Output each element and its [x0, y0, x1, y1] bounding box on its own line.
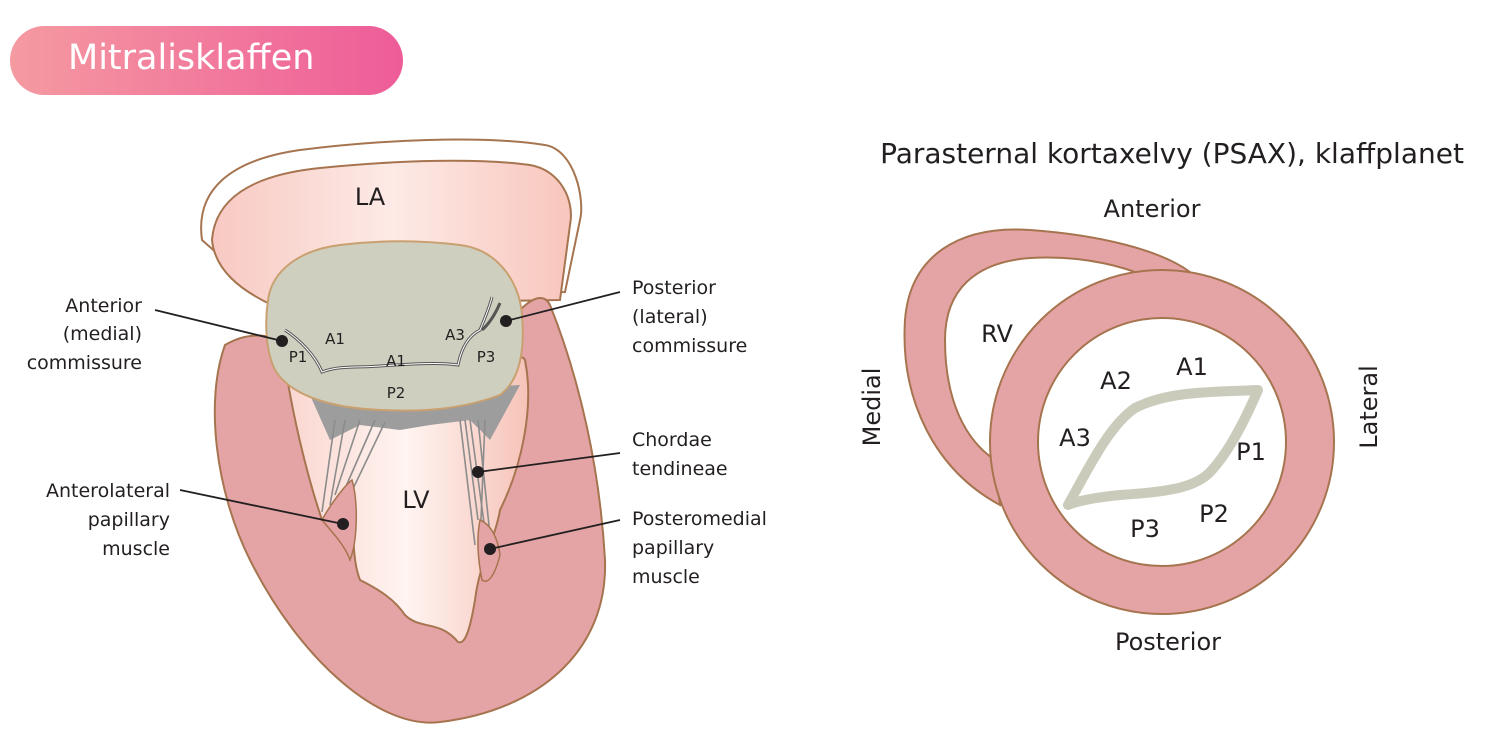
scallop-a1-left: A1: [325, 330, 345, 348]
psax-scallop-p1: P1: [1236, 438, 1266, 466]
callout-chordae: Chordae tendineae: [632, 429, 728, 480]
lv-ring-inner: [1037, 317, 1287, 567]
callout-anterior-commissure: Anterior (medial) commissure: [27, 295, 142, 374]
scallop-p2: P2: [387, 384, 406, 402]
svg-text:(lateral): (lateral): [632, 306, 708, 328]
psax-title: Parasternal kortaxelvy (PSAX), klaffplan…: [880, 137, 1464, 170]
heart-illustration: [154, 138, 621, 724]
svg-text:papillary: papillary: [632, 537, 714, 559]
scallop-p3: P3: [477, 348, 496, 366]
svg-text:tendineae: tendineae: [632, 458, 728, 480]
callout-lines: [154, 291, 621, 550]
psax-illustration: [903, 228, 1335, 615]
rv-label: RV: [981, 320, 1013, 348]
svg-text:Anterior: Anterior: [65, 295, 142, 317]
page-title: Mitralisklaffen: [68, 38, 315, 78]
psax-scallop-p3: P3: [1130, 515, 1160, 543]
lv-label: LV: [402, 486, 430, 514]
psax-scallop-a1: A1: [1176, 353, 1208, 381]
svg-text:Posterior: Posterior: [632, 277, 716, 299]
svg-text:commissure: commissure: [27, 352, 142, 374]
orientation-anterior: Anterior: [1104, 195, 1201, 223]
title-banner: Mitralisklaffen: [10, 26, 403, 95]
svg-text:(medial): (medial): [63, 323, 142, 345]
svg-text:papillary: papillary: [88, 509, 170, 531]
scallop-a1-center: A1: [386, 352, 406, 370]
right-ventricle: [903, 228, 1192, 507]
svg-text:Chordae: Chordae: [632, 429, 712, 451]
svg-text:muscle: muscle: [632, 566, 700, 588]
psax-scallop-a2: A2: [1100, 367, 1132, 395]
psax-scallop-p2: P2: [1199, 500, 1229, 528]
psax-scallop-a3: A3: [1059, 424, 1091, 452]
orientation-posterior: Posterior: [1115, 628, 1221, 656]
svg-text:muscle: muscle: [102, 538, 170, 560]
orientation-medial: Medial: [858, 368, 886, 447]
la-label: LA: [355, 183, 386, 211]
callout-posteromedial: Posteromedial papillary muscle: [632, 508, 767, 588]
svg-text:Posteromedial: Posteromedial: [632, 508, 767, 530]
callout-posterior-commissure: Posterior (lateral) commissure: [632, 277, 747, 357]
scallop-a3: A3: [445, 326, 465, 344]
svg-text:Anterolateral: Anterolateral: [46, 480, 170, 502]
scallop-p1: P1: [289, 348, 308, 366]
svg-text:commissure: commissure: [632, 335, 747, 357]
mitral-orifice: [1063, 385, 1263, 510]
callout-anterolateral: Anterolateral papillary muscle: [46, 480, 170, 560]
orientation-lateral: Lateral: [1355, 365, 1383, 449]
